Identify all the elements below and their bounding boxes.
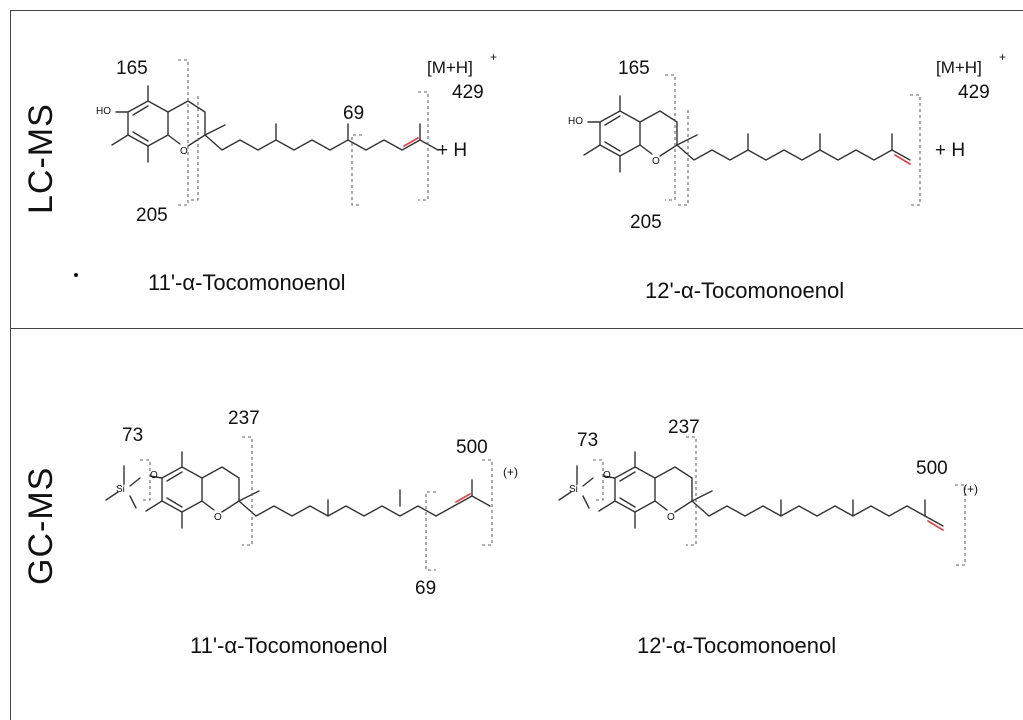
atom-o: O xyxy=(603,470,611,481)
atom-ho: HO xyxy=(96,106,111,117)
molecule-name: 12'-α-Tocomonoenol xyxy=(645,278,845,303)
fragment-237: 237 xyxy=(668,417,700,438)
molecule-name: 12'-α-Tocomonoenol xyxy=(637,633,837,658)
stray-dot xyxy=(74,273,78,277)
ion-mass: 429 xyxy=(452,82,484,103)
ion-charge: (+) xyxy=(503,465,518,479)
ion-charge: + xyxy=(999,50,1007,64)
fragment-73: 73 xyxy=(122,425,144,446)
ion-mass: 500 xyxy=(456,437,488,458)
ion-label: [M+H] xyxy=(936,58,982,77)
fragment-73: 73 xyxy=(577,430,599,451)
fragment-69: 69 xyxy=(343,103,365,124)
fragment-237: 237 xyxy=(228,408,260,429)
atom-ho: HO xyxy=(568,116,583,127)
atom-o: O xyxy=(214,512,222,523)
fragment-205: 205 xyxy=(630,212,662,233)
molecule-name: 11'-α-Tocomonoenol xyxy=(190,633,388,658)
atom-o: O xyxy=(667,512,675,523)
fragment-69: 69 xyxy=(415,578,437,599)
fragment-165: 165 xyxy=(116,58,148,79)
diagram-frame xyxy=(10,10,1023,720)
atom-o: O xyxy=(150,470,158,481)
section-divider xyxy=(10,328,1023,329)
ion-charge: + xyxy=(490,50,498,64)
fragment-205: 205 xyxy=(136,205,168,226)
atom-si: Si xyxy=(116,484,125,495)
adduct-label: + H xyxy=(437,140,468,161)
atom-o: O xyxy=(652,156,660,167)
fragment-165: 165 xyxy=(618,58,650,79)
molecule-name: 11'-α-Tocomonoenol xyxy=(148,270,346,295)
ion-label: [M+H] xyxy=(427,58,473,77)
adduct-label: + H xyxy=(935,140,966,161)
ion-mass: 500 xyxy=(916,458,948,479)
ion-charge: (+) xyxy=(963,482,978,496)
atom-si: Si xyxy=(569,484,578,495)
atom-o: O xyxy=(180,146,188,157)
ion-mass: 429 xyxy=(958,82,990,103)
